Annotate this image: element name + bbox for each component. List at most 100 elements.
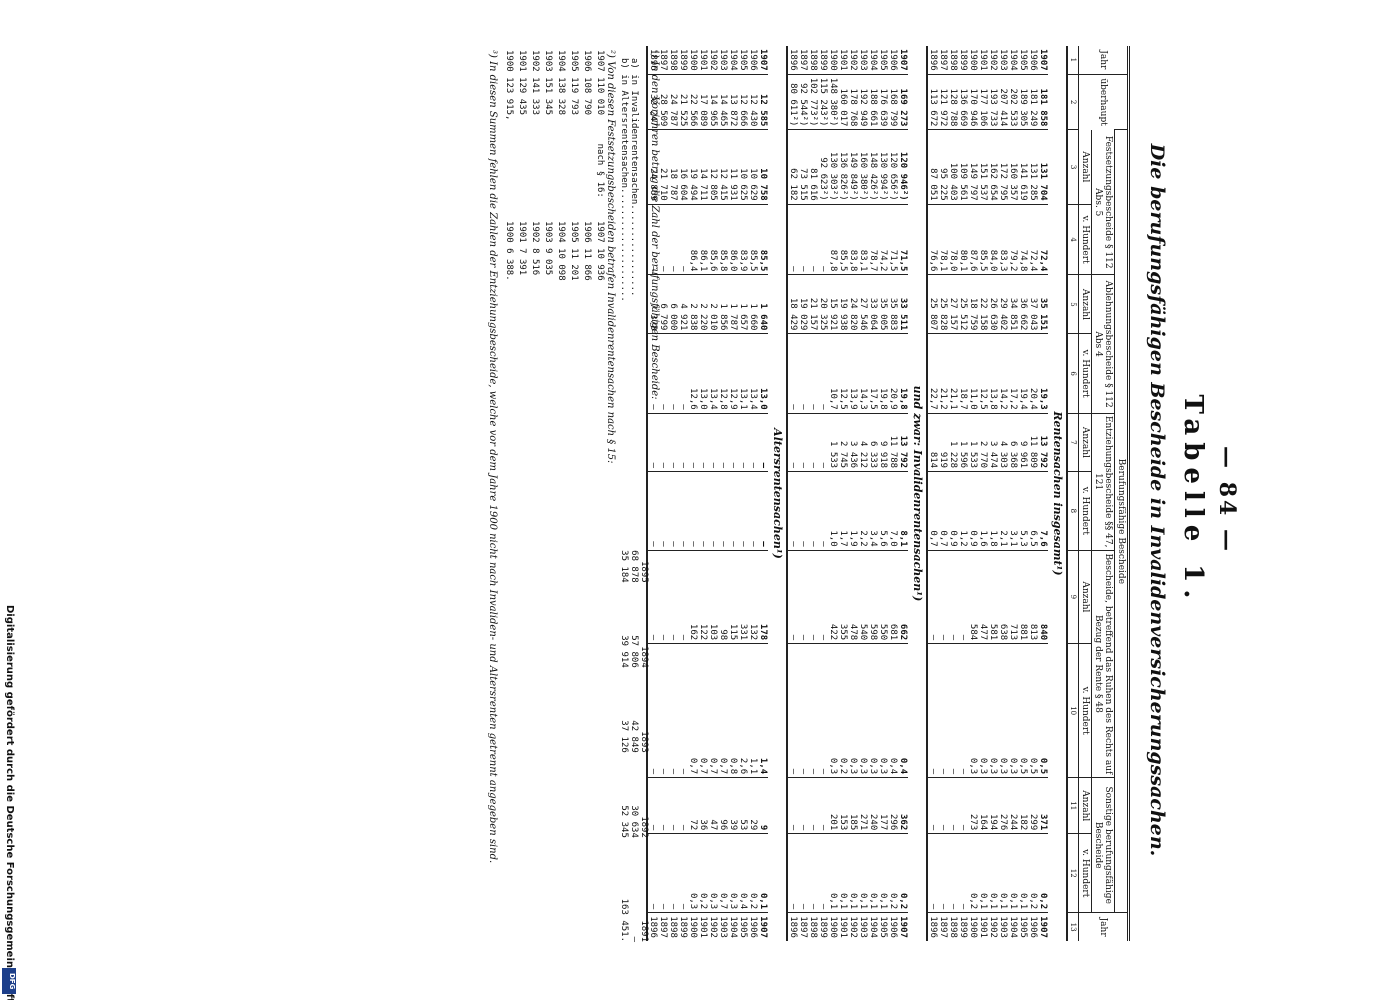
table-cell: 29 402 bbox=[998, 274, 1008, 334]
table-cell: 355 bbox=[838, 550, 848, 644]
year-cell: 1905 bbox=[738, 49, 748, 71]
year-cell: 1905 bbox=[1018, 912, 1028, 941]
year-cell: 1905 bbox=[878, 912, 888, 941]
year-cell: 1897 bbox=[798, 49, 808, 71]
table-cell: — bbox=[668, 413, 678, 472]
column-number: 11 bbox=[1067, 777, 1079, 834]
table-cell: 0,1 bbox=[978, 833, 988, 913]
table-cell: 13,4 bbox=[708, 333, 718, 414]
table-cell: 78,0 bbox=[948, 204, 958, 275]
table-cell: — bbox=[748, 471, 758, 551]
table-cell: 1 533 bbox=[828, 413, 838, 472]
year-cell: 1899 bbox=[958, 912, 968, 941]
table-cell: 151 537 bbox=[978, 129, 988, 205]
table-cell: — bbox=[798, 643, 808, 778]
table-cell: 78,1 bbox=[938, 204, 948, 275]
table-cell: — bbox=[678, 777, 688, 834]
fn-cell: — bbox=[629, 936, 639, 942]
table-cell: 100 403 bbox=[948, 129, 958, 205]
table-cell: — bbox=[938, 550, 948, 644]
year-cell: 1900 bbox=[688, 49, 698, 71]
table-cell: 79,2 bbox=[1008, 204, 1018, 275]
year-cell: 1907 bbox=[898, 912, 908, 941]
table-cell: 240 bbox=[868, 777, 878, 834]
table-cell: 83,1 bbox=[858, 204, 868, 275]
table-cell: 7,0 bbox=[888, 471, 898, 551]
year-cell: 1902 bbox=[708, 912, 718, 941]
year-cell: 1898 bbox=[668, 49, 678, 71]
table-cell: — bbox=[948, 643, 958, 778]
table-cell: 53 bbox=[738, 777, 748, 834]
table-cell: 86,4 bbox=[688, 204, 698, 275]
table-cell: 25 807 bbox=[927, 274, 938, 334]
table-cell: 1 660 bbox=[748, 274, 758, 334]
year-cell: 1902 bbox=[988, 49, 998, 71]
table-cell: 17 089 bbox=[698, 74, 708, 130]
table-cell: 1 533 bbox=[968, 413, 978, 472]
col5-header: Entziehungsbescheide §§ 47, 121 bbox=[1091, 413, 1115, 551]
year-cell: 1898 bbox=[668, 912, 678, 941]
section-heading-row: und zwar: Invalidenrentensachen¹) bbox=[908, 46, 927, 941]
table-cell: 0,4 bbox=[898, 643, 908, 778]
table-cell: 12,8 bbox=[718, 333, 728, 414]
table-cell: — bbox=[958, 550, 968, 644]
year-cell: 1906 bbox=[1028, 49, 1038, 71]
table-cell: 9 918 bbox=[878, 413, 888, 472]
table-cell: 194 bbox=[988, 777, 998, 834]
table-cell: 71,5 bbox=[898, 204, 908, 275]
table-cell: 87 051 bbox=[927, 129, 938, 205]
table-cell: 121 972 bbox=[938, 74, 948, 130]
table-cell: 15 921 bbox=[828, 274, 838, 334]
vh-header: v. Hundert bbox=[1078, 643, 1092, 778]
table-title: Tabelle 1. bbox=[1178, 394, 1208, 606]
table-cell: 0,2 bbox=[698, 833, 708, 913]
year-cell: 1899 bbox=[678, 49, 688, 71]
col-ueberhaupt-header: überhaupt bbox=[1078, 74, 1129, 130]
year-cell: 1903 bbox=[998, 49, 1008, 71]
credit-text: Digitalisierung gefördert durch die Deut… bbox=[4, 605, 15, 1000]
table-cell: 21 157 bbox=[808, 274, 818, 334]
table-cell: — bbox=[698, 413, 708, 472]
table-cell: 10 625 bbox=[738, 129, 748, 205]
table-cell: 181 858 bbox=[1038, 74, 1048, 130]
table-cell: — bbox=[948, 777, 958, 834]
table-cell: — bbox=[958, 833, 968, 913]
table-cell: 136 826²) bbox=[838, 129, 848, 205]
table-cell: 103 bbox=[708, 550, 718, 644]
table-cell: 19,3 bbox=[1038, 333, 1048, 414]
year-cell: 1906 bbox=[748, 912, 758, 941]
table-cell: 81 616 bbox=[808, 129, 818, 205]
table-cell: — bbox=[818, 643, 828, 778]
year-cell: 1898 bbox=[948, 49, 958, 71]
table-cell: 13 872 bbox=[728, 74, 738, 130]
table-cell: 115 243²) bbox=[818, 74, 828, 130]
table-cell: 0,1 bbox=[828, 833, 838, 913]
table-cell: 83,9 bbox=[738, 204, 748, 275]
table-cell: 72 bbox=[688, 777, 698, 834]
fn-cell: 68 878 bbox=[629, 550, 639, 583]
table-cell: 9 961 bbox=[1018, 413, 1028, 472]
year-cell: 1907 bbox=[898, 49, 908, 71]
footnote-1-text: ¹) In den Vorjahren betrug die Zahl der … bbox=[649, 50, 660, 400]
table-cell: 477 bbox=[978, 550, 988, 644]
table-cell: 24 820 bbox=[848, 274, 858, 334]
table-cell: 76,6 bbox=[927, 204, 938, 275]
table-cell: 27 546 bbox=[858, 274, 868, 334]
anzahl-header: Anzahl bbox=[1078, 129, 1092, 205]
year-cell: 1900 bbox=[968, 49, 978, 71]
table-cell: 47 bbox=[708, 777, 718, 834]
table-cell: 37 043 bbox=[1028, 274, 1038, 334]
table-cell: — bbox=[808, 471, 818, 551]
table-cell: 0,3 bbox=[868, 643, 878, 778]
table-cell: 12,5 bbox=[838, 333, 848, 414]
table-cell: 0,4 bbox=[888, 643, 898, 778]
table-cell: 160 017 bbox=[838, 74, 848, 130]
table-cell: 14 711 bbox=[698, 129, 708, 205]
